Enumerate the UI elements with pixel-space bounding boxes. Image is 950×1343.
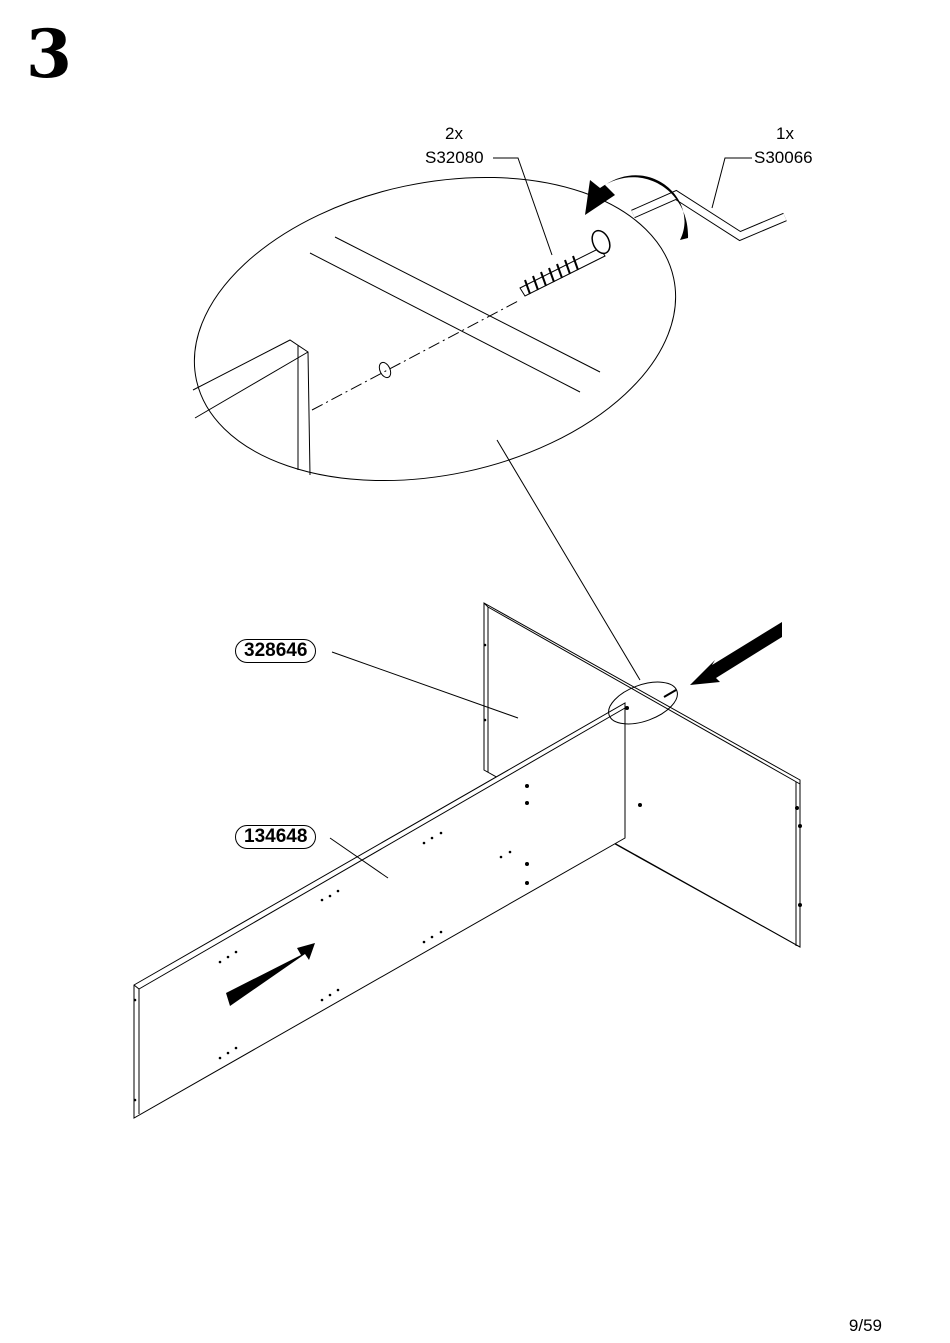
bolt-code: S32080 bbox=[425, 148, 484, 168]
detail-ellipse bbox=[166, 135, 704, 522]
key-code: S30066 bbox=[754, 148, 813, 168]
long-panel bbox=[134, 703, 625, 1118]
dowel-hole bbox=[377, 361, 393, 380]
key-quantity: 1x bbox=[776, 124, 794, 144]
small-bolt-icon bbox=[664, 690, 676, 697]
cam-bolt-icon bbox=[520, 228, 613, 296]
bolt-quantity: 2x bbox=[445, 124, 463, 144]
push-arrow-left-icon bbox=[690, 622, 782, 685]
allen-key-icon bbox=[633, 195, 785, 236]
side-panel-label: 328646 bbox=[235, 639, 316, 663]
page-number: 9/59 bbox=[849, 1316, 882, 1336]
long-panel-label: 134648 bbox=[235, 825, 316, 849]
